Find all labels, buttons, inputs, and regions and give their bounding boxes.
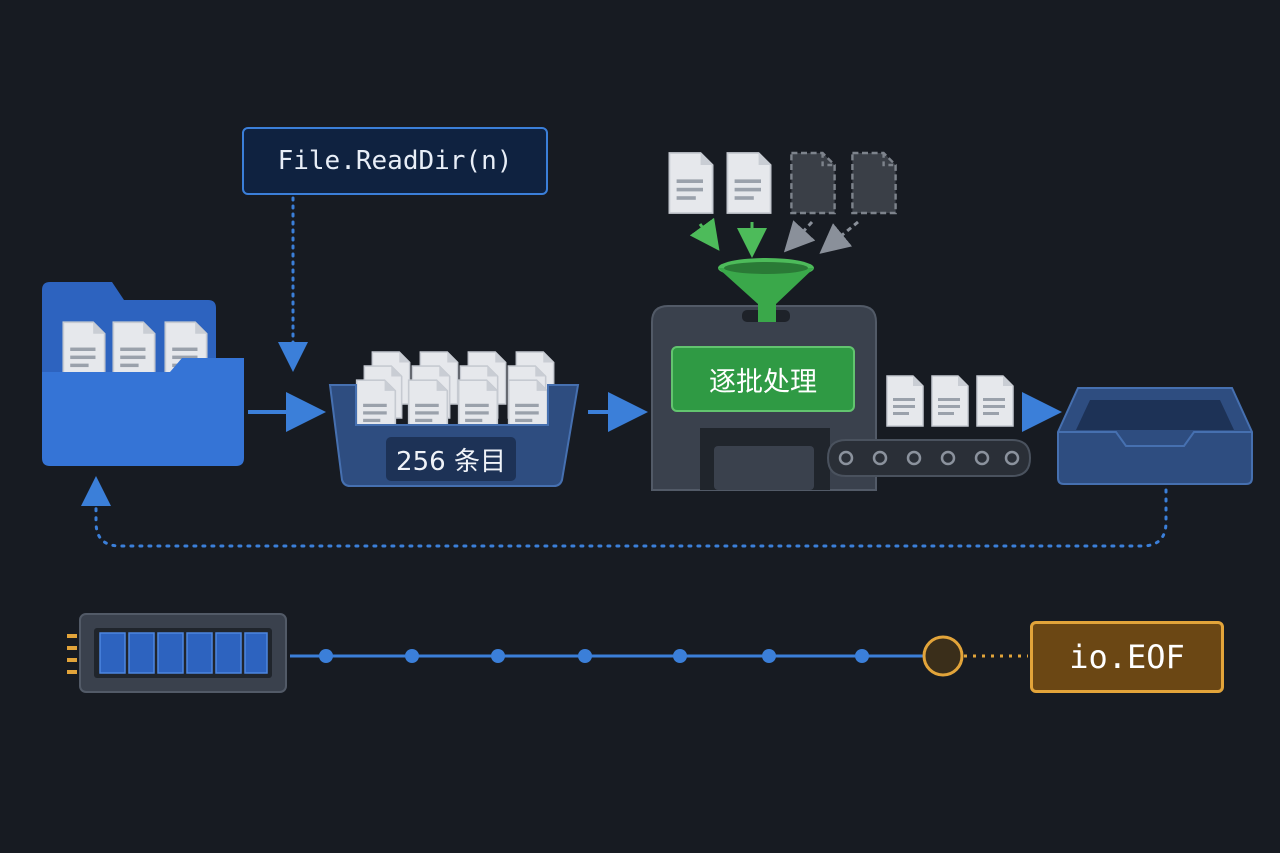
timeline <box>290 635 1028 677</box>
progress-bar-icon <box>67 613 287 693</box>
eof-label: io.EOF <box>1030 621 1224 693</box>
funnel-icon <box>718 258 814 322</box>
conveyor-icon <box>826 375 1032 477</box>
folder-icon <box>42 282 244 466</box>
loop-back-connector <box>81 476 1168 548</box>
tray-icon <box>1057 387 1253 485</box>
batch-count-label: 256 条目 <box>386 437 516 481</box>
process-label: 逐批处理 <box>671 346 855 412</box>
readdir-call-label: File.ReadDir(n) <box>242 127 548 195</box>
incoming-documents <box>668 151 897 258</box>
